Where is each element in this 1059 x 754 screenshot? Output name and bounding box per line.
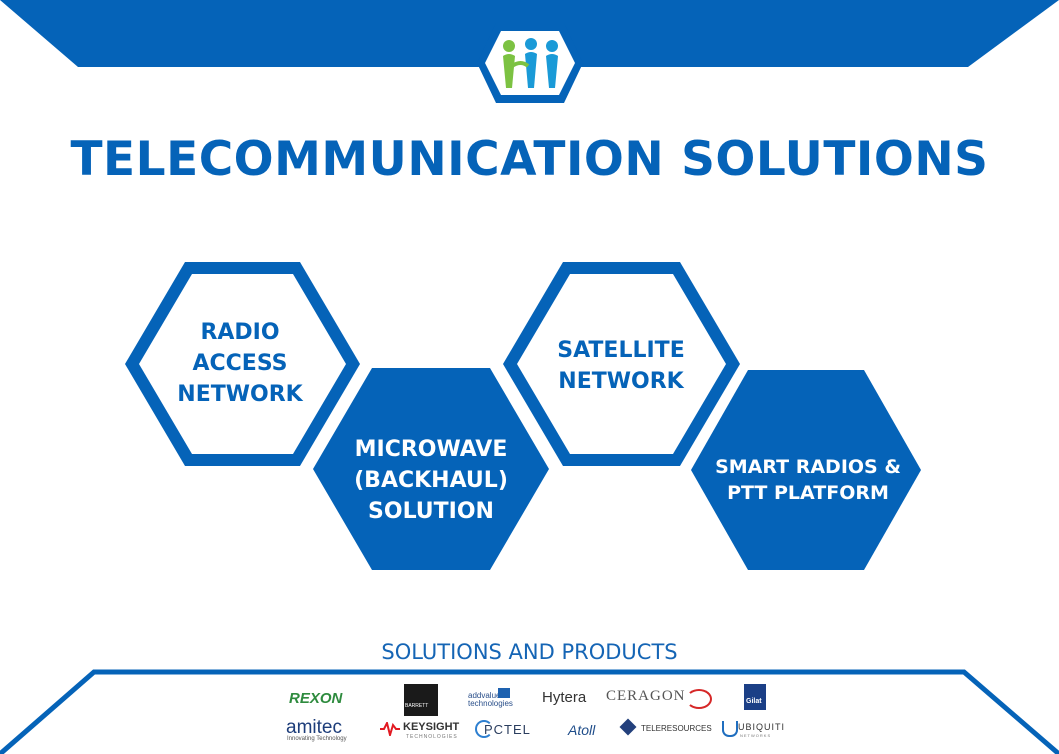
hex-label-radio-1: RADIO (200, 320, 279, 345)
page-title: TELECOMMUNICATION SOLUTIONS (70, 132, 989, 187)
logo-rexon: REXON (289, 690, 343, 707)
footer-band (0, 669, 1059, 754)
hex-label-microwave-2: (BACKHAUL) (354, 468, 508, 493)
logo-barrett-text: BARRETT (405, 703, 429, 709)
logo-teleresources: TELERESOURCES (641, 724, 712, 733)
logo-atoll: Atoll (568, 722, 596, 738)
ubiquiti-u-icon (722, 721, 738, 737)
hex-label-radio-2: ACCESS (192, 351, 287, 376)
logo-ceragon: CERAGON (606, 688, 686, 704)
hex-smart-radios-ptt[interactable]: SMART RADIOS & PTT PLATFORM (691, 370, 921, 570)
logo-amitec-tagline: Innovating Technology (287, 736, 347, 742)
logo-ubiquiti-sub: NETWORKS (740, 733, 772, 738)
logo-ubiquiti: UBIQUITI (738, 722, 786, 732)
hex-label-satellite-2: NETWORK (558, 369, 684, 394)
hex-label-microwave-1: MICROWAVE (355, 437, 508, 462)
logo-hytera: Hytera (542, 689, 587, 706)
ceragon-swoosh-icon (686, 689, 712, 709)
logo-amitec: amitec (286, 717, 342, 738)
top-banner (0, 0, 1059, 103)
hex-radio-access-network[interactable]: RADIO ACCESS NETWORK (125, 262, 360, 466)
addvalue-mark-icon (498, 688, 510, 698)
company-logo-icon (477, 23, 583, 103)
hex-label-satellite-1: SATELLITE (557, 338, 684, 363)
logo-keysight: KEYSIGHT (403, 721, 460, 733)
keysight-wave-icon (380, 720, 400, 741)
hex-label-microwave-3: SOLUTION (368, 499, 494, 524)
logo-keysight-sub: TECHNOLOGIES (406, 734, 458, 740)
footer-heading: SOLUTIONS AND PRODUCTS (381, 640, 678, 664)
logo-addvalue: addvalue technologies (468, 688, 524, 708)
logo-pctel: PCTEL (484, 722, 531, 737)
hex-label-radio-3: NETWORK (177, 382, 303, 407)
hex-label-smart-1: SMART RADIOS & (715, 456, 901, 478)
logo-barrett: BARRETT (404, 684, 438, 716)
solutions-hexagons: RADIO ACCESS NETWORK MICROWAVE (BACKHAUL… (125, 262, 921, 570)
hex-satellite-network[interactable]: SATELLITE NETWORK (503, 262, 740, 466)
hex-microwave-backhaul[interactable]: MICROWAVE (BACKHAUL) SOLUTION (313, 368, 549, 570)
logo-gilat: Gilat (744, 684, 766, 710)
hex-label-smart-2: PTT PLATFORM (727, 482, 889, 504)
pctel-ring-icon (475, 720, 493, 738)
